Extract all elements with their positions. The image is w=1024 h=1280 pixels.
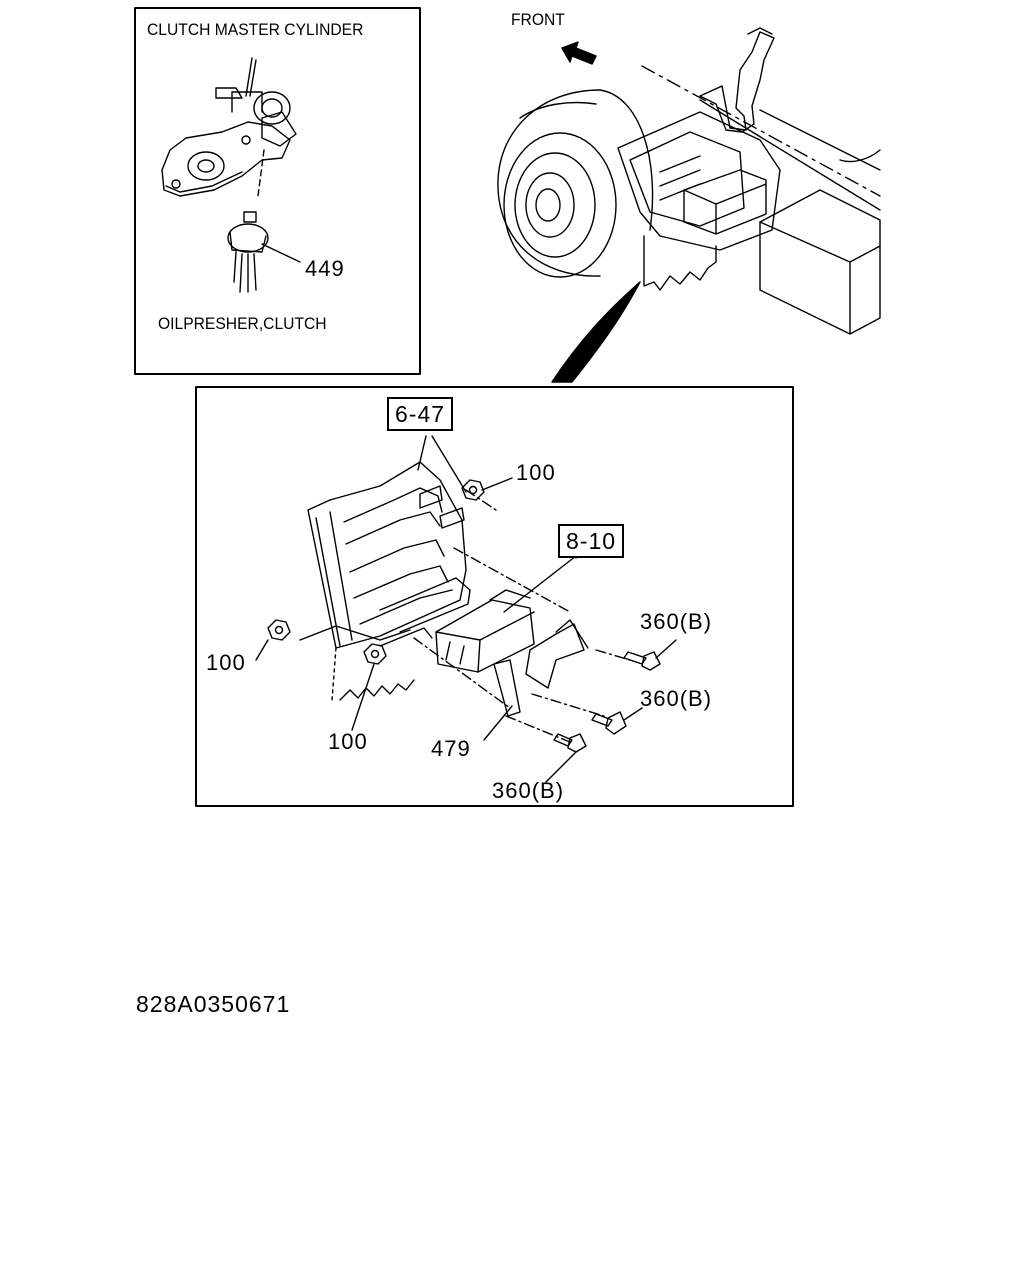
oil-pressure-switch-drawing bbox=[228, 212, 300, 292]
mounting-panel-drawing bbox=[300, 436, 470, 700]
ref-box-6-47: 6-47 bbox=[387, 397, 454, 431]
callout-449: 449 bbox=[305, 256, 345, 281]
callout-nut-top: 100 bbox=[516, 460, 556, 485]
callout-nut-bottom: 100 bbox=[328, 729, 368, 754]
nut-top-drawing bbox=[462, 478, 512, 500]
callout-bolt-lower: 360(B) bbox=[492, 778, 565, 803]
nut-bottom-drawing bbox=[352, 644, 386, 730]
bolt-upper-drawing bbox=[624, 640, 676, 670]
front-label: FRONT bbox=[511, 10, 565, 29]
inset-title: CLUTCH MASTER CYLINDER bbox=[147, 20, 364, 39]
alignment-lines bbox=[414, 490, 630, 742]
wheel-drawing bbox=[498, 90, 653, 277]
callout-bolt-middle: 360(B) bbox=[640, 686, 713, 711]
vehicle-chassis-drawing bbox=[618, 28, 880, 334]
clutch-master-cylinder-drawing bbox=[162, 58, 296, 196]
relay-box-drawing bbox=[436, 556, 588, 716]
callout-bracket-479: 479 bbox=[431, 736, 471, 761]
detail-frame bbox=[196, 387, 793, 806]
nut-left-drawing bbox=[256, 620, 290, 660]
bracket-leader bbox=[484, 706, 512, 740]
front-arrow bbox=[562, 42, 596, 64]
inset-frame bbox=[135, 8, 420, 374]
detail-pointer bbox=[552, 282, 640, 382]
callout-bolt-upper: 360(B) bbox=[640, 609, 713, 634]
callout-nut-left: 100 bbox=[206, 650, 246, 675]
inset-part-label: OILPRESHER,CLUTCH bbox=[158, 314, 327, 333]
bolt-middle-drawing bbox=[592, 708, 642, 734]
figure-code: 828A0350671 bbox=[136, 991, 291, 1017]
bolt-lower-drawing bbox=[546, 734, 586, 782]
ref-box-8-10: 8-10 bbox=[558, 524, 625, 558]
